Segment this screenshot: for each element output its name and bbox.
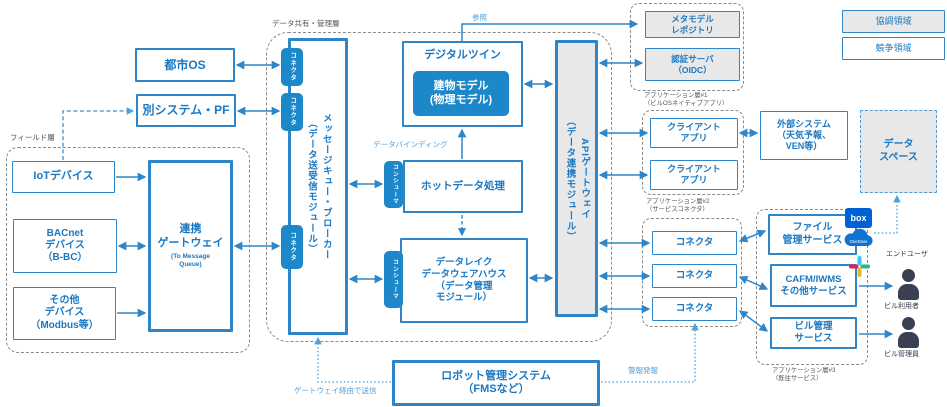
node-city-os: 都市OS (135, 48, 235, 82)
via-gateway-edge-label: ゲートウェイ経由で送信 (294, 386, 377, 395)
onedrive-icon: OneDrive (842, 225, 874, 249)
app-layer3-label: アプリケーション層#3 （既往サービス） (772, 367, 836, 382)
node-data-space: データ スペース (860, 110, 937, 193)
app-layer1-label: アプリケーション層#1 （ビルOSネイティブアプリ） (644, 92, 729, 107)
node-client-app-1: クライアント アプリ (650, 118, 738, 148)
building-user-icon (897, 269, 919, 302)
coop-area-container (630, 3, 744, 91)
legend-cooperation-area: 協調領域 (842, 10, 945, 33)
box-logo-icon: box (845, 208, 872, 228)
connector-tab-2: コネクタ (281, 93, 303, 131)
node-other-system-pf: 別システム・PF (136, 94, 236, 127)
node-building-service: ビル管理 サービス (770, 317, 857, 349)
data-binding-edge-label: データバインディング (373, 140, 448, 149)
data-mgmt-layer-container (266, 32, 612, 342)
app-layer1-container (642, 110, 744, 195)
app-layer2-label: アプリケーション層#2 （サービスコネクタ） (646, 198, 710, 213)
node-linkage-gateway: 連携 ゲートウェイ (To Message Queue) (148, 160, 233, 332)
node-connector-3: コネクタ (652, 297, 737, 321)
legend-competition-area: 競争領域 (842, 37, 945, 60)
node-client-app-2: クライアント アプリ (650, 160, 738, 190)
reference-edge-label: 参照 (472, 13, 487, 22)
field-layer-label: フィールド層 (10, 133, 55, 142)
building-admin-icon (897, 317, 919, 350)
node-connector-2: コネクタ (652, 264, 737, 288)
node-data-lake: データレイク データウェアハウス （データ管理 モジュール） (400, 238, 528, 323)
node-message-queue-broker: メッセージキュー・ブローカー （データ送受信モジュール） (288, 38, 348, 335)
slack-icon (848, 255, 871, 278)
node-iot-device: IoTデバイス (12, 161, 115, 193)
node-cafm-service: CAFM/IWMS その他サービス (770, 264, 857, 307)
consumer-tab-1: コンシューマ (384, 161, 403, 208)
node-auth-server: 認証サーバ （OIDC） (645, 48, 740, 81)
dashed-dotted-edges (62, 107, 901, 383)
svg-text:OneDrive: OneDrive (850, 239, 868, 244)
end-user-label: エンドユーザ (886, 251, 928, 258)
node-bacnet-device: BACnet デバイス （B-BC） (13, 219, 117, 273)
connector-tab-1: コネクタ (281, 48, 303, 86)
node-connector-1: コネクタ (652, 231, 737, 255)
node-building-model: 建物モデル (物理モデル) (413, 71, 509, 116)
building-admin-label: ビル管理員 (884, 351, 919, 358)
node-metamodel-repository: メタモデル レポジトリ (645, 11, 740, 38)
building-user-label: ビル利用者 (884, 303, 919, 310)
node-external-system: 外部システム （天気予報、 VEN等） (760, 111, 848, 160)
node-hot-data-processing: ホットデータ処理 (403, 160, 523, 213)
node-api-gateway: APIゲートウェイ （データ連携モジュール） (555, 40, 598, 317)
connector-tab-3: コネクタ (281, 225, 303, 269)
single-edges (116, 19, 894, 339)
node-robot-system: ロボット管理システム （FMSなど） (392, 360, 600, 406)
node-other-device: その他 デバイス （Modbus等） (13, 287, 116, 340)
alarm-edge-label: 警報発報 (628, 366, 658, 375)
data-mgmt-layer-label: データ共有・管理層 (272, 19, 340, 28)
consumer-tab-2: コンシューマ (384, 251, 403, 308)
bidirectional-edges (117, 58, 769, 332)
